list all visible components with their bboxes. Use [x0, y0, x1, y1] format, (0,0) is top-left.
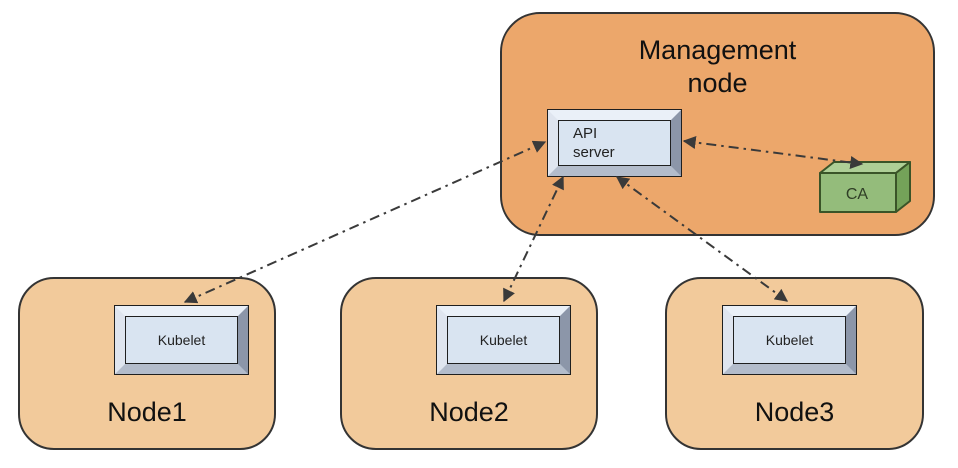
node1-box: Kubelet Node1: [18, 277, 276, 450]
node1-label: Node1: [107, 397, 187, 427]
node2-kubelet-bevel: Kubelet: [437, 306, 570, 374]
node2-label: Node2: [429, 397, 509, 427]
management-node-box: Management node API server: [500, 12, 935, 236]
node3-box: Kubelet Node3: [665, 277, 924, 450]
node2-kubelet-box: Kubelet: [436, 305, 571, 375]
node3-label: Node3: [754, 397, 835, 427]
management-node-title: Management node: [638, 35, 797, 98]
node2-kubelet-label: Kubelet: [447, 316, 560, 364]
node1-kubelet-bevel: Kubelet: [115, 306, 248, 374]
api-server-box: API server: [547, 109, 682, 177]
node1-kubelet-label: Kubelet: [125, 316, 238, 364]
api-server-label: API server: [558, 120, 671, 166]
node3-kubelet-label: Kubelet: [733, 316, 846, 364]
node3-kubelet-box: Kubelet: [722, 305, 857, 375]
node2-box: Kubelet Node2: [340, 277, 598, 450]
node1-kubelet-box: Kubelet: [114, 305, 249, 375]
api-server-bevel: API server: [548, 110, 681, 176]
node3-kubelet-bevel: Kubelet: [723, 306, 856, 374]
